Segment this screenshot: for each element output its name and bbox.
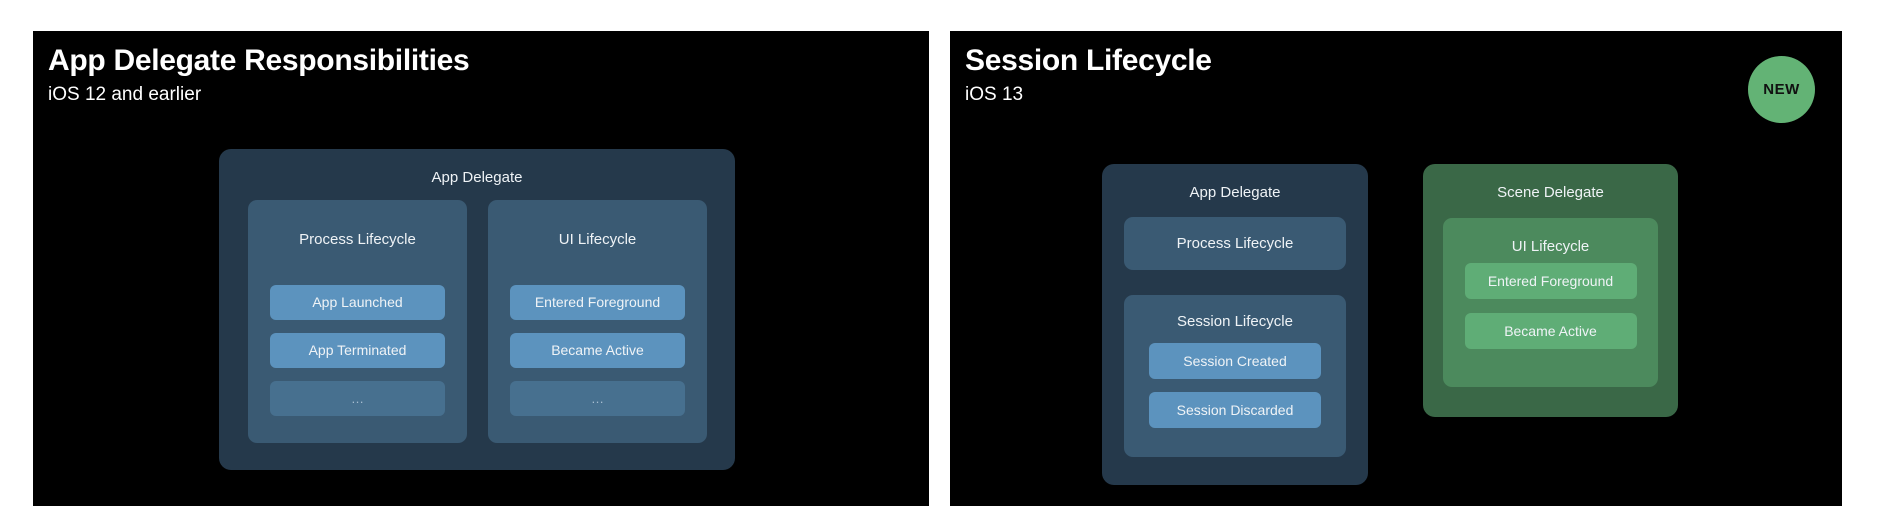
process-more-node: … (270, 381, 445, 416)
session-created-node: Session Created (1149, 343, 1321, 379)
ui-more-node: … (510, 381, 685, 416)
process-lifecycle-box-right: Process Lifecycle (1124, 217, 1346, 270)
became-active-node: Became Active (510, 333, 685, 368)
app-terminated-node: App Terminated (270, 333, 445, 368)
process-lifecycle-box-label: Process Lifecycle (299, 231, 416, 248)
app-delegate-box-label: App Delegate (431, 169, 523, 186)
slide-session-lifecycle: Session Lifecycle iOS 13 NEW App Delegat… (950, 31, 1842, 506)
became-active-node-right: Became Active (1464, 313, 1637, 349)
right-slide-subtitle: iOS 13 (965, 84, 1024, 105)
session-lifecycle-box-label: Session Lifecycle (1177, 313, 1293, 330)
session-lifecycle-box: Session Lifecycle Session Created Sessio… (1124, 295, 1346, 457)
app-delegate-container-box-right: App Delegate Process Lifecycle Session L… (1102, 164, 1368, 485)
right-slide-title: Session Lifecycle (965, 44, 1212, 77)
app-delegate-container-box: App Delegate Process Lifecycle App Launc… (219, 149, 735, 470)
new-badge: NEW (1748, 56, 1815, 123)
ui-lifecycle-right-label: UI Lifecycle (1511, 238, 1590, 255)
ui-lifecycle-box-label: UI Lifecycle (558, 231, 637, 248)
slide-app-delegate-responsibilities: App Delegate Responsibilities iOS 12 and… (33, 31, 929, 506)
scene-delegate-box-label: Scene Delegate (1497, 184, 1604, 201)
ui-lifecycle-box: UI Lifecycle Entered Foreground Became A… (488, 200, 707, 443)
left-slide-subtitle: iOS 12 and earlier (48, 84, 202, 105)
app-launched-node: App Launched (270, 285, 445, 320)
session-discarded-node: Session Discarded (1149, 392, 1321, 428)
left-slide-title: App Delegate Responsibilities (48, 44, 470, 77)
entered-foreground-node: Entered Foreground (510, 285, 685, 320)
ui-lifecycle-box-right: UI Lifecycle Entered Foreground Became A… (1443, 218, 1658, 387)
app-delegate-right-box-label: App Delegate (1189, 184, 1281, 201)
scene-delegate-container-box: Scene Delegate UI Lifecycle Entered Fore… (1423, 164, 1678, 417)
process-lifecycle-box: Process Lifecycle App Launched App Termi… (248, 200, 467, 443)
entered-foreground-node-right: Entered Foreground (1464, 263, 1637, 299)
process-lifecycle-right-label: Process Lifecycle (1176, 234, 1294, 252)
